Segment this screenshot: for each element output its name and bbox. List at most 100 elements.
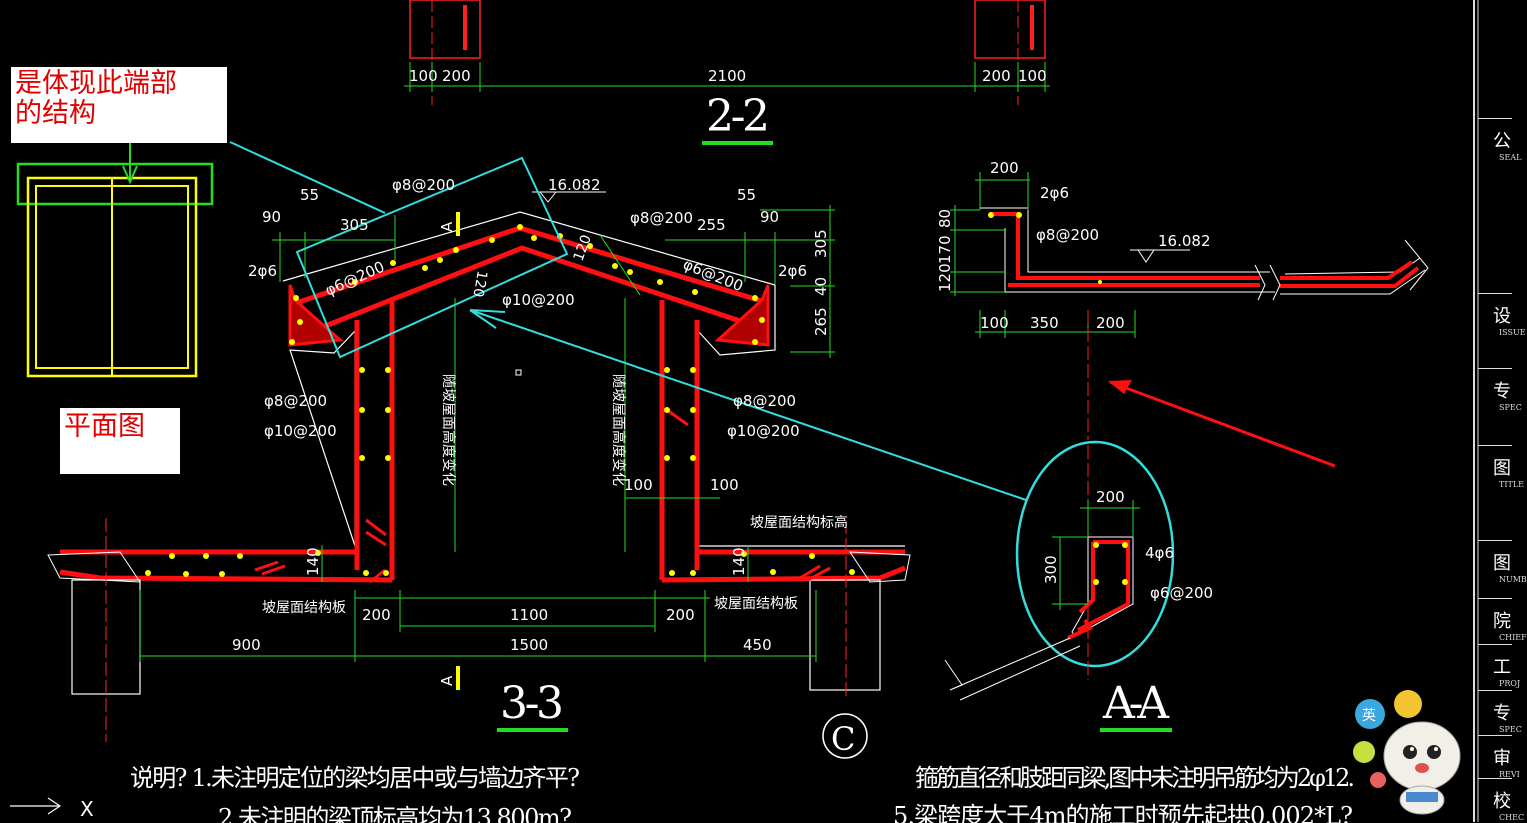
- language-badge-icon[interactable]: [1355, 699, 1385, 729]
- label-2phi6-right: 2φ6: [778, 262, 807, 280]
- dim-40-vertical: 40: [812, 277, 830, 296]
- detail-beam-top: 200 80 170 120 100 350 200 2φ6 φ8@200 16…: [936, 159, 1429, 468]
- dim-140-left: 140: [304, 547, 322, 576]
- title-block-cn: 专: [1493, 381, 1511, 402]
- title-block-en: REVI: [1499, 770, 1520, 779]
- label-slab-left: 坡屋面结构板: [262, 600, 346, 616]
- annotation-end-structure: 是体现此端部 的结构: [11, 67, 227, 143]
- dim-22-200b: 200: [982, 67, 1011, 85]
- dim-305-left: 305: [340, 216, 369, 234]
- emoji-bubble-icon[interactable]: [1394, 690, 1422, 718]
- annotation-plan-view: 平面图: [60, 408, 180, 474]
- label-slab-elev: 坡屋面结构标高: [750, 514, 848, 531]
- grid-bubble: [822, 713, 868, 759]
- detail-dim-170: 170: [936, 235, 954, 264]
- title-block-en: SPEC: [1499, 403, 1522, 412]
- note-right-line2: 5.梁跨度大于4m的施工时预先起拱0.002*L?: [893, 802, 1353, 823]
- dim-900: 900: [232, 636, 261, 654]
- dim-90-right: 90: [760, 208, 779, 226]
- title-block-cn: 公: [1493, 131, 1511, 152]
- column-left: [409, 0, 481, 59]
- dim-120-b: 120: [571, 233, 595, 264]
- dim-22-200: 200: [442, 67, 471, 85]
- title-block-cn: 审: [1493, 748, 1511, 769]
- label-phi10-wall-r: φ10@200: [727, 422, 800, 440]
- label-2phi6-left: 2φ6: [248, 262, 277, 280]
- title-block-en: CHEC: [1499, 813, 1525, 822]
- title-block-cn: 院: [1493, 611, 1511, 632]
- note-right-line1: 箍筋直径和肢距同梁,图中未注明吊筋均为2φ12.: [915, 764, 1355, 792]
- note-left-line2: 2.未注明的梁顶标高均为13.800m?: [218, 804, 572, 823]
- dim-100-left: 100: [624, 476, 653, 494]
- section-title-a-a: A-A: [1102, 678, 1170, 729]
- label-elev-16082: 16.082: [548, 176, 601, 194]
- leader-line-long: [469, 309, 1027, 501]
- title-block-cn: 校: [1493, 791, 1511, 812]
- title-block-en: NUMB: [1499, 575, 1527, 584]
- general-notes: 说明? 1.未注明定位的梁均居中或与墙边齐平? 2.未注明的梁顶标高均为13.8…: [130, 764, 1355, 823]
- note-left-line1: 说明? 1.未注明定位的梁均居中或与墙边齐平?: [130, 764, 580, 792]
- detail-dim-200b: 200: [1096, 314, 1125, 332]
- red-pointer-arrow: [1109, 380, 1336, 468]
- dim-90-left: 90: [262, 208, 281, 226]
- dim-450: 450: [743, 636, 772, 654]
- detail-dim-100: 100: [980, 314, 1009, 332]
- dim-100-right: 100: [710, 476, 739, 494]
- moon-bubble-icon[interactable]: [1353, 741, 1375, 763]
- section-3-3: φ8@200 16.082 φ8@200 φ10@200 2φ6 2φ6 φ8@…: [47, 141, 1027, 759]
- detail-bar-2phi6: 2φ6: [1040, 184, 1069, 202]
- dim-55-left: 55: [300, 186, 319, 204]
- dim-305-vertical: 305: [812, 229, 830, 258]
- title-block-en: ISSUE: [1499, 328, 1526, 337]
- label-var-height-left: 随坡屋面高度变化: [440, 374, 457, 486]
- section-title-2-2: 2-2: [706, 91, 770, 142]
- dim-120-a: 120: [469, 269, 489, 298]
- label-phi8-200-top: φ8@200: [392, 176, 455, 194]
- dim-55-right: 55: [737, 186, 756, 204]
- settings-bubble-icon[interactable]: [1370, 772, 1386, 788]
- aa-stirrup: φ6@200: [1150, 584, 1213, 602]
- detail-dim-80: 80: [936, 209, 954, 228]
- ucs-icon: X: [10, 797, 94, 821]
- label-slab-right: 坡屋面结构板: [714, 596, 798, 612]
- title-block-en: TITLE: [1499, 480, 1524, 489]
- annotation-end-structure-text: 是体现此端部 的结构: [15, 68, 177, 129]
- detail-dim-350: 350: [1030, 314, 1059, 332]
- label-phi8-wall-l: φ8@200: [264, 392, 327, 410]
- column-right: [974, 0, 1046, 59]
- dim-200-right: 200: [666, 606, 695, 624]
- title-block-cn: 设: [1493, 306, 1511, 327]
- highlight-rect-cyan: [295, 156, 569, 359]
- label-phi10-200-top: φ10@200: [502, 291, 575, 309]
- label-var-height-right: 随坡屋面高度变化: [610, 374, 627, 486]
- mascot-face-icon[interactable]: [1383, 721, 1461, 791]
- aa-bar-4phi6: 4φ6: [1145, 544, 1174, 562]
- title-block-cn: 图: [1493, 458, 1511, 479]
- dim-1100: 1100: [510, 606, 548, 624]
- plan-view: [16, 140, 214, 378]
- cut-mark-a-bottom: A: [438, 675, 456, 686]
- leader-line: [229, 141, 386, 214]
- title-block-en: PROJ: [1499, 679, 1521, 688]
- dim-200-left: 200: [362, 606, 391, 624]
- dim-22-100: 100: [409, 67, 438, 85]
- section-title-3-3: 3-3: [500, 678, 564, 729]
- label-phi6-200-right: φ6@200: [681, 255, 746, 295]
- title-block-cn: 图: [1493, 553, 1511, 574]
- label-phi6-200-left: φ6@200: [322, 258, 387, 300]
- grid-axis-label: C: [831, 720, 855, 758]
- ime-mascot-sticker[interactable]: 英: [1350, 676, 1462, 816]
- title-block-en: SPEC: [1499, 725, 1522, 734]
- highlight-ellipse-cyan: [1015, 440, 1175, 668]
- section-2-2: 100 200 2100 200 100 2-2: [404, 0, 1050, 145]
- title-block-cn: 专: [1493, 703, 1511, 724]
- label-phi8-200-right: φ8@200: [630, 209, 693, 227]
